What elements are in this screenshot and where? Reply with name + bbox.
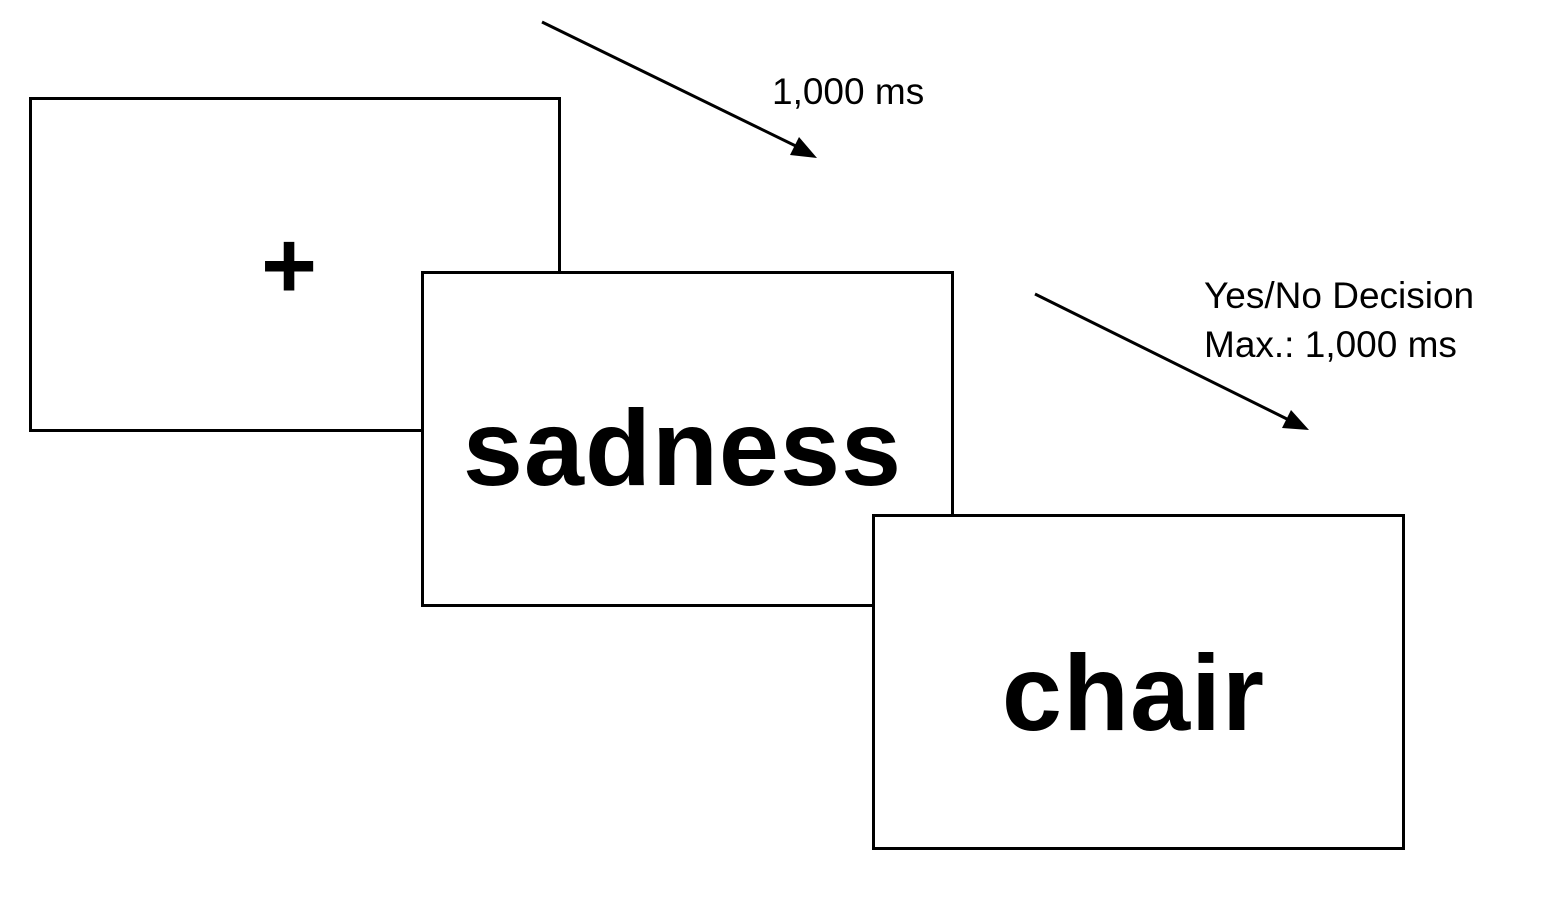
fixation-cross: + bbox=[261, 212, 318, 319]
fixation-duration-label: 1,000 ms bbox=[772, 71, 925, 112]
response-decision-text: Yes/No Decision bbox=[1204, 275, 1475, 316]
arrow-head bbox=[1282, 410, 1309, 430]
arrow-prime-to-target bbox=[1034, 292, 1309, 430]
arrow-shaft bbox=[1034, 292, 1298, 426]
response-window-label: Yes/No Decision Max.: 1,000 ms bbox=[1204, 271, 1474, 369]
response-max-duration-text: Max.: 1,000 ms bbox=[1204, 324, 1457, 365]
fixation-screen: + bbox=[29, 97, 561, 432]
arrow-head bbox=[790, 137, 817, 158]
prime-word: sadness bbox=[462, 387, 903, 508]
arrow-shaft bbox=[541, 20, 807, 153]
target-word: chair bbox=[1001, 632, 1266, 753]
prime-screen: sadness bbox=[421, 271, 954, 607]
arrow-fixation-to-prime bbox=[541, 20, 817, 158]
target-screen: chair bbox=[872, 514, 1405, 850]
